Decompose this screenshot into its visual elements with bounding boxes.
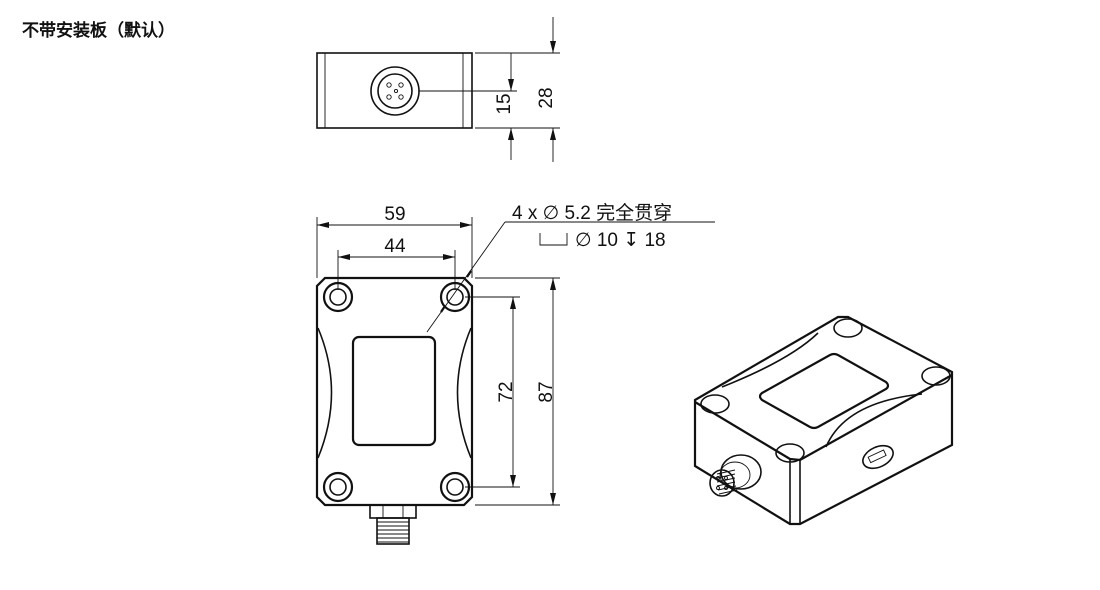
side-view-body	[316, 52, 473, 129]
hole-note-line1: 4 x ∅ 5.2 完全贯穿	[512, 202, 672, 224]
iso-led-window	[862, 444, 894, 470]
connector-icon	[369, 504, 417, 545]
iso-display-window	[758, 352, 890, 430]
display-window	[351, 335, 437, 447]
hole-note-line2: ∅ 10 ↧ 18	[575, 230, 666, 251]
plan-view-body	[315, 276, 474, 507]
dim-28: 28	[536, 87, 557, 108]
mounting-hole-icon	[322, 281, 471, 503]
dim-72: 72	[496, 381, 517, 402]
side-view: 15 28	[316, 17, 560, 162]
drawing-title: 不带安装板（默认）	[22, 21, 175, 40]
iso-connector-icon	[709, 454, 762, 497]
dim-87: 87	[536, 381, 557, 402]
connector-face-icon	[370, 66, 420, 116]
dim-44: 44	[384, 236, 406, 257]
isometric-view	[693, 315, 954, 526]
counterbore-icon	[539, 233, 568, 246]
plan-view: 59 44 4 x ∅ 5.2 完全贯穿 ∅ 10 ↧ 18 72 87	[315, 202, 715, 545]
dim-59: 59	[384, 204, 405, 225]
dim-15: 15	[494, 93, 515, 114]
